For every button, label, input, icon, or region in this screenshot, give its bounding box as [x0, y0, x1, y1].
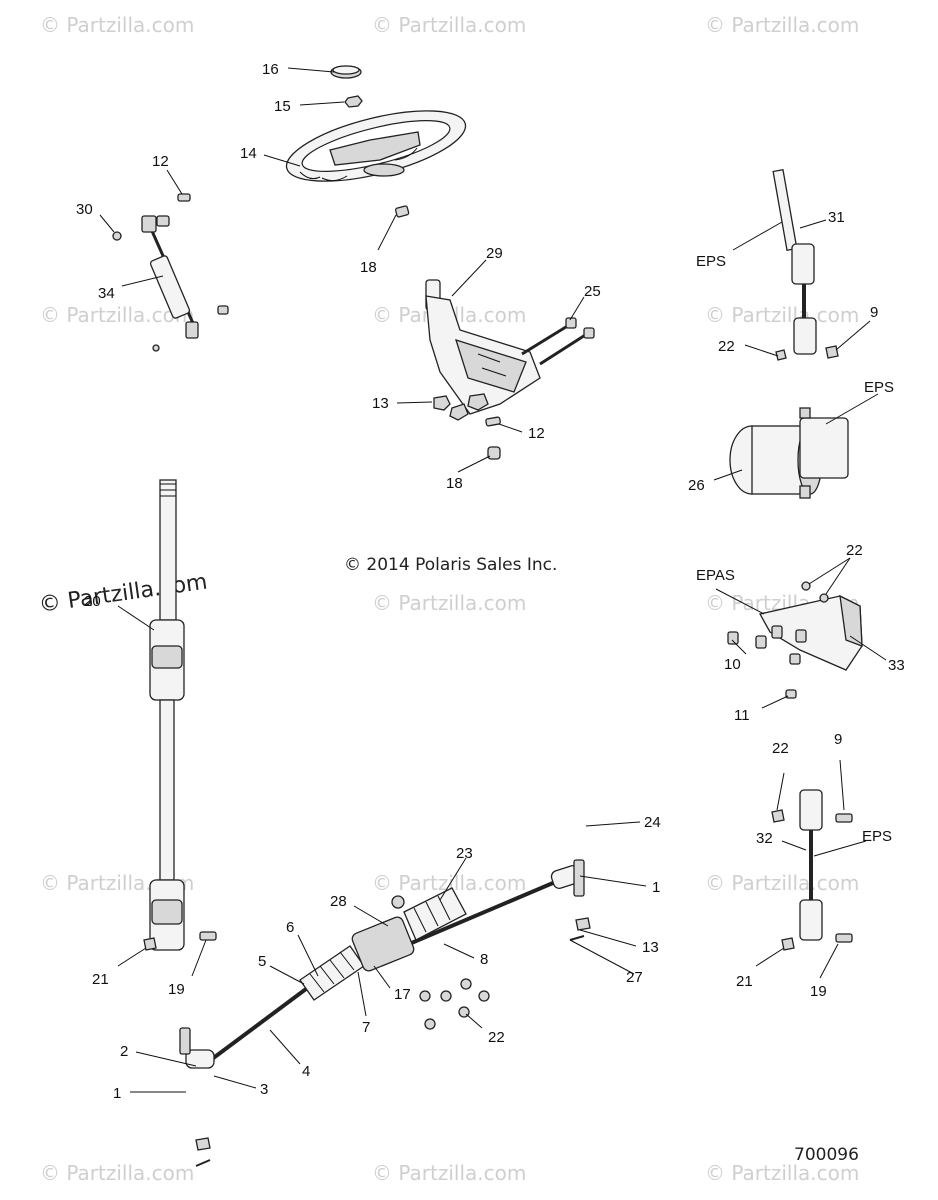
part-30-nut	[112, 231, 122, 241]
callout-4: 4	[302, 1063, 310, 1080]
part-29-bracket	[425, 279, 541, 421]
callout-34: 34	[98, 285, 115, 302]
callout-5: 5	[258, 953, 266, 970]
callout-18: 18	[360, 259, 377, 276]
callout-20: 20	[84, 593, 101, 610]
part-15-nut	[344, 95, 363, 108]
diagram-number: 700096	[794, 1145, 859, 1165]
callout-9: 9	[834, 731, 842, 748]
callout-12: 12	[152, 153, 169, 170]
watermark: © Partzilla.com	[705, 1161, 859, 1185]
callout-28: 28	[330, 893, 347, 910]
callout-18: 18	[446, 475, 463, 492]
copyright-notice: © 2014 Polaris Sales Inc.	[344, 555, 557, 575]
callout-25: 25	[584, 283, 601, 300]
callout-17: 17	[394, 986, 411, 1003]
part-33-epas-bracket	[727, 581, 863, 699]
part-13-nut	[433, 395, 451, 411]
watermark: © Partzilla.com	[372, 591, 526, 615]
callout-21: 21	[92, 971, 109, 988]
callout-24: 24	[644, 814, 661, 831]
callout-31: 31	[828, 209, 845, 226]
callout-10: 10	[724, 656, 741, 673]
callout-epas: EPAS	[696, 567, 735, 584]
callout-1: 1	[652, 879, 660, 896]
watermark: © Partzilla.com	[372, 1161, 526, 1185]
callout-22: 22	[846, 542, 863, 559]
callout-16: 16	[262, 61, 279, 78]
callout-29: 29	[486, 245, 503, 262]
callout-labels: 16 15 14 12 30 34 18 29 25 13 12 18 31 E…	[76, 61, 905, 1102]
watermark: © Partzilla.com	[372, 13, 526, 37]
callout-2: 2	[120, 1043, 128, 1060]
part-34-strut	[141, 215, 229, 352]
watermark: © Partzilla.com	[705, 13, 859, 37]
callout-30: 30	[76, 201, 93, 218]
part-26-eps-motor	[729, 407, 849, 499]
callout-32: 32	[756, 830, 773, 847]
callout-12: 12	[528, 425, 545, 442]
part-32-eps-lower-shaft	[771, 789, 853, 951]
callout-eps: EPS	[864, 379, 894, 396]
part-18-bushing	[394, 205, 501, 460]
callout-15: 15	[274, 98, 291, 115]
callout-22: 22	[718, 338, 735, 355]
callout-9: 9	[870, 304, 878, 321]
callout-6: 6	[286, 919, 294, 936]
watermark: © Partzilla.com	[40, 13, 194, 37]
callout-eps: EPS	[862, 828, 892, 845]
callout-26: 26	[688, 477, 705, 494]
callout-14: 14	[240, 145, 257, 162]
part-steering-rack	[179, 859, 591, 1167]
part-25-bolts	[521, 317, 595, 366]
part-31-eps-shaft	[772, 168, 839, 361]
watermark: © Partzilla.com	[40, 1161, 194, 1185]
watermark: © Partzilla.com	[705, 303, 859, 327]
callout-13: 13	[372, 395, 389, 412]
callout-22: 22	[772, 740, 789, 757]
callout-13: 13	[642, 939, 659, 956]
part-20-steering-column	[143, 479, 217, 951]
watermark: © Partzilla.com	[705, 871, 859, 895]
callout-1: 1	[113, 1085, 121, 1102]
callout-eps: EPS	[696, 253, 726, 270]
part-16-cap	[330, 65, 362, 79]
callout-21: 21	[736, 973, 753, 990]
part-14-steering-wheel	[285, 110, 467, 182]
callout-33: 33	[888, 657, 905, 674]
callout-8: 8	[480, 951, 488, 968]
callout-22: 22	[488, 1029, 505, 1046]
callout-11: 11	[734, 707, 750, 724]
callout-3: 3	[260, 1081, 268, 1098]
callout-27: 27	[626, 969, 643, 986]
leader-lines	[99, 67, 887, 1093]
watermark-dark: © Partzilla.com	[37, 570, 209, 618]
callout-19: 19	[168, 981, 185, 998]
callout-19: 19	[810, 983, 827, 1000]
callout-23: 23	[456, 845, 473, 862]
callout-7: 7	[362, 1019, 370, 1036]
part-12-bolt	[177, 193, 501, 427]
